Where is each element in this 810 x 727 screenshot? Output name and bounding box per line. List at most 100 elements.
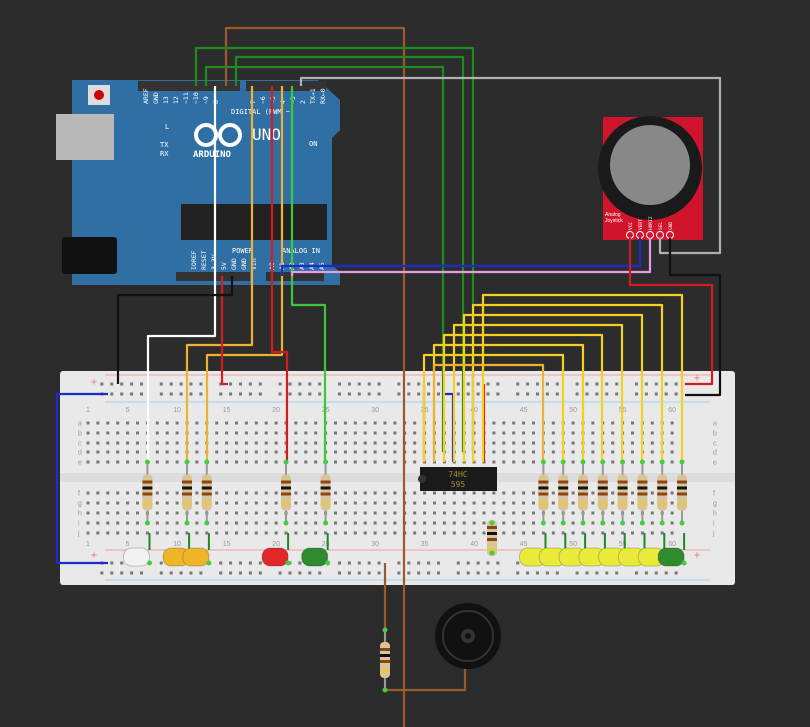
power-jack: [62, 237, 117, 274]
green-wire[interactable]: [194, 46, 475, 452]
column-number: 50: [569, 541, 577, 548]
resistor[interactable]: [597, 459, 608, 526]
row-letter: f: [78, 491, 80, 498]
row-letter: h: [78, 511, 82, 518]
pin-label: 2: [299, 100, 307, 104]
column-number: 60: [668, 541, 676, 548]
resistor[interactable]: [558, 459, 569, 526]
led-tx-label: TX: [160, 141, 169, 149]
lime-wire[interactable]: [290, 86, 327, 462]
joystick-knob[interactable]: [610, 125, 690, 205]
black-wire[interactable]: [668, 238, 722, 397]
yellow-wire[interactable]: [462, 313, 644, 462]
orange-wire[interactable]: [432, 363, 545, 462]
resistor[interactable]: [657, 459, 668, 526]
digital-label: DIGITAL (PWM ~): [231, 108, 294, 116]
column-number: 5: [126, 541, 130, 548]
pin-label: Vin: [250, 258, 258, 270]
led-rx-label: RX: [160, 150, 169, 158]
analog-label: ANALOG IN: [282, 247, 320, 255]
yellow-wire[interactable]: [422, 353, 565, 462]
resistor[interactable]: [142, 459, 153, 526]
pin-label: GND: [240, 258, 248, 270]
red-wire[interactable]: [220, 276, 228, 386]
chip-part-number: 595: [451, 480, 466, 489]
row-letter: e: [78, 460, 82, 467]
red-wire[interactable]: [628, 238, 714, 386]
joystick-pin-label: VERT: [638, 219, 644, 230]
blue-wire[interactable]: [55, 392, 108, 565]
column-number: 45: [520, 407, 528, 414]
row-letter: e: [713, 460, 717, 467]
led-on-label: ON: [309, 140, 317, 148]
column-number: 10: [173, 407, 181, 414]
white-wire[interactable]: [146, 86, 217, 462]
pink-wire[interactable]: [290, 238, 652, 276]
led[interactable]: [261, 533, 291, 567]
yellow-wire[interactable]: [442, 333, 604, 462]
led-l-label: L: [165, 123, 169, 131]
pin-label: ~11: [182, 92, 190, 104]
led[interactable]: [182, 533, 212, 567]
red-wire[interactable]: [270, 86, 289, 462]
brown-wire[interactable]: [224, 26, 406, 727]
joystick-subtitle: Joystick: [605, 218, 623, 224]
led[interactable]: [301, 533, 331, 567]
resistor[interactable]: [677, 459, 687, 526]
pin-label: ~10: [192, 92, 200, 104]
yellow-wire[interactable]: [452, 323, 624, 462]
pin-label: 5V: [220, 262, 228, 270]
column-number: 50: [569, 407, 577, 414]
row-letter: a: [713, 421, 717, 428]
led[interactable]: [657, 533, 687, 567]
usb-port: [56, 114, 114, 160]
gray-wire[interactable]: [299, 76, 722, 255]
resistor[interactable]: [182, 459, 192, 526]
resistor[interactable]: [487, 520, 497, 556]
resistor[interactable]: [320, 459, 331, 526]
row-letter: a: [78, 421, 82, 428]
blue-wire[interactable]: [280, 238, 642, 276]
arduino-model: UNO: [252, 125, 281, 144]
column-number: 1: [86, 541, 90, 548]
pin-label: AREF: [142, 88, 150, 104]
pin-label: GND: [152, 92, 160, 104]
brown-wire[interactable]: [383, 563, 467, 692]
row-letter: c: [78, 441, 82, 448]
column-number: 20: [272, 407, 280, 414]
yellow-wire[interactable]: [481, 293, 684, 462]
resistor[interactable]: [617, 459, 628, 526]
joystick-pin-label: SEL: [658, 222, 664, 230]
pin-label: RESET: [200, 250, 208, 270]
resistor[interactable]: [281, 459, 291, 526]
column-number: 35: [421, 541, 429, 548]
row-letter: g: [713, 501, 717, 508]
row-letter: b: [713, 431, 717, 438]
column-number: 60: [668, 407, 676, 414]
joystick-title: Analog: [605, 212, 621, 218]
piezo-buzzer[interactable]: [435, 603, 501, 669]
orange-wire[interactable]: [185, 86, 254, 462]
led[interactable]: [123, 533, 153, 567]
header-analog: [266, 272, 324, 281]
row-letter: b: [78, 431, 82, 438]
green-wire[interactable]: [204, 65, 445, 452]
resistor[interactable]: [380, 627, 390, 693]
resistor[interactable]: [201, 459, 212, 526]
resistor[interactable]: [578, 459, 588, 526]
joystick-pin-label: VCC: [628, 222, 634, 230]
resistor[interactable]: [637, 459, 648, 526]
arduino-uno-board[interactable]: ARDUINO UNO DIGITAL (PWM ~) POWER ANALOG…: [56, 80, 340, 285]
resistor[interactable]: [538, 459, 549, 526]
orange-wire[interactable]: [205, 86, 284, 462]
breadboard: 1155101015152020252530303535404045455050…: [60, 371, 735, 585]
black-wire[interactable]: [116, 276, 234, 384]
shift-register-74hc595[interactable]: 74HC 595: [418, 467, 497, 491]
yellow-wire[interactable]: [471, 303, 664, 462]
column-number: 25: [322, 541, 330, 548]
green-wire[interactable]: [234, 55, 465, 452]
pin-label: IOREF: [190, 250, 198, 270]
rail-plus-sign: +: [694, 550, 700, 561]
